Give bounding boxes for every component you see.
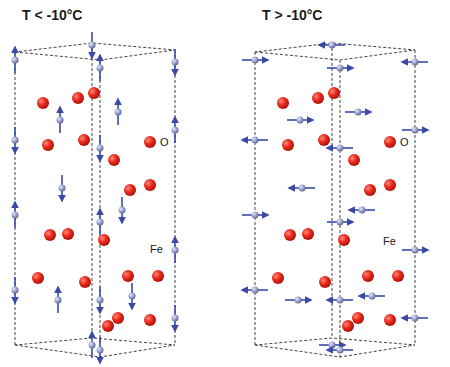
oxygen-atom bbox=[144, 314, 156, 326]
oxygen-atom bbox=[108, 154, 120, 166]
cell-edge bbox=[100, 60, 101, 357]
iron-atom bbox=[337, 297, 344, 304]
iron-atom bbox=[297, 117, 304, 124]
oxygen-atom bbox=[338, 234, 350, 246]
iron-atom bbox=[89, 42, 96, 49]
oxygen-atom bbox=[112, 312, 124, 324]
iron-atom bbox=[337, 65, 344, 72]
atom-label: Fe bbox=[150, 244, 163, 255]
iron-atom bbox=[412, 59, 419, 66]
iron-atom bbox=[412, 127, 419, 134]
iron-atom bbox=[172, 127, 179, 134]
iron-atom bbox=[359, 207, 366, 214]
oxygen-atom bbox=[78, 134, 90, 146]
unit-cells bbox=[15, 43, 415, 357]
iron-atom bbox=[89, 342, 96, 349]
iron-atom bbox=[172, 315, 179, 322]
iron-atom bbox=[12, 212, 19, 219]
cell-edge bbox=[175, 50, 176, 345]
oxygen-atom bbox=[362, 270, 374, 282]
atom-label: O bbox=[160, 137, 169, 148]
cell-edge bbox=[15, 52, 16, 345]
iron-atom bbox=[412, 247, 419, 254]
oxygen-atom bbox=[72, 92, 84, 104]
cell-edge bbox=[340, 60, 341, 357]
oxygen-atom bbox=[102, 320, 114, 332]
cell-edge bbox=[415, 50, 416, 345]
oxygen-atom bbox=[384, 179, 396, 191]
cell-edge bbox=[255, 338, 415, 357]
iron-atom bbox=[55, 297, 62, 304]
iron-atom bbox=[329, 342, 336, 349]
iron-atom bbox=[355, 109, 362, 116]
oxygen-atom bbox=[312, 92, 324, 104]
oxygen-atom bbox=[37, 97, 49, 109]
oxygen-atom bbox=[348, 154, 360, 166]
oxygen-atom bbox=[342, 320, 354, 332]
oxygen-atom bbox=[318, 134, 330, 146]
iron-atom bbox=[329, 42, 336, 49]
iron-atom bbox=[12, 287, 19, 294]
oxygen-atom bbox=[272, 272, 284, 284]
iron-atom bbox=[295, 297, 302, 304]
oxygen-atom bbox=[282, 139, 294, 151]
iron-atom bbox=[172, 247, 179, 254]
oxygen-atom bbox=[88, 87, 100, 99]
atom-label: Fe bbox=[383, 236, 396, 247]
iron-atom bbox=[369, 293, 376, 300]
oxygen-atom bbox=[284, 229, 296, 241]
iron-atom bbox=[172, 59, 179, 66]
iron-atom bbox=[97, 219, 104, 226]
iron-atom bbox=[97, 65, 104, 72]
cell-edge bbox=[15, 338, 175, 357]
oxygen-atom bbox=[122, 270, 134, 282]
iron-atom bbox=[59, 185, 66, 192]
iron-atom bbox=[119, 207, 126, 214]
atoms bbox=[12, 32, 429, 363]
cell-edge bbox=[255, 52, 256, 345]
iron-atom bbox=[57, 117, 64, 124]
oxygen-atom bbox=[392, 270, 404, 282]
oxygen-atom bbox=[384, 136, 396, 148]
iron-atom bbox=[412, 315, 419, 322]
oxygen-atom bbox=[79, 276, 91, 288]
iron-atom bbox=[252, 57, 259, 64]
oxygen-atom bbox=[98, 234, 110, 246]
oxygen-atom bbox=[277, 97, 289, 109]
oxygen-atom bbox=[364, 184, 376, 196]
iron-atom bbox=[299, 185, 306, 192]
iron-atom bbox=[12, 57, 19, 64]
iron-atom bbox=[129, 293, 136, 300]
oxygen-atom bbox=[328, 87, 340, 99]
iron-atom bbox=[337, 145, 344, 152]
iron-atom bbox=[337, 347, 344, 354]
oxygen-atom bbox=[124, 184, 136, 196]
iron-atom bbox=[97, 297, 104, 304]
oxygen-atom bbox=[144, 136, 156, 148]
atom-label: O bbox=[400, 137, 409, 148]
oxygen-atom bbox=[32, 272, 44, 284]
iron-atom bbox=[115, 109, 122, 116]
iron-atom bbox=[97, 145, 104, 152]
temperature-title: T > -10°C bbox=[262, 8, 322, 22]
iron-atom bbox=[337, 219, 344, 226]
iron-atom bbox=[252, 212, 259, 219]
oxygen-atom bbox=[152, 270, 164, 282]
oxygen-atom bbox=[44, 229, 56, 241]
oxygen-atom bbox=[42, 139, 54, 151]
iron-atom bbox=[12, 137, 19, 144]
oxygen-atom bbox=[144, 179, 156, 191]
oxygen-atom bbox=[62, 228, 74, 240]
iron-atom bbox=[97, 347, 104, 354]
oxygen-atom bbox=[352, 312, 364, 324]
temperature-title: T < -10°C bbox=[22, 8, 82, 22]
oxygen-atom bbox=[384, 314, 396, 326]
oxygen-atom bbox=[302, 228, 314, 240]
iron-atom bbox=[252, 137, 259, 144]
iron-atom bbox=[252, 287, 259, 294]
oxygen-atom bbox=[319, 276, 331, 288]
